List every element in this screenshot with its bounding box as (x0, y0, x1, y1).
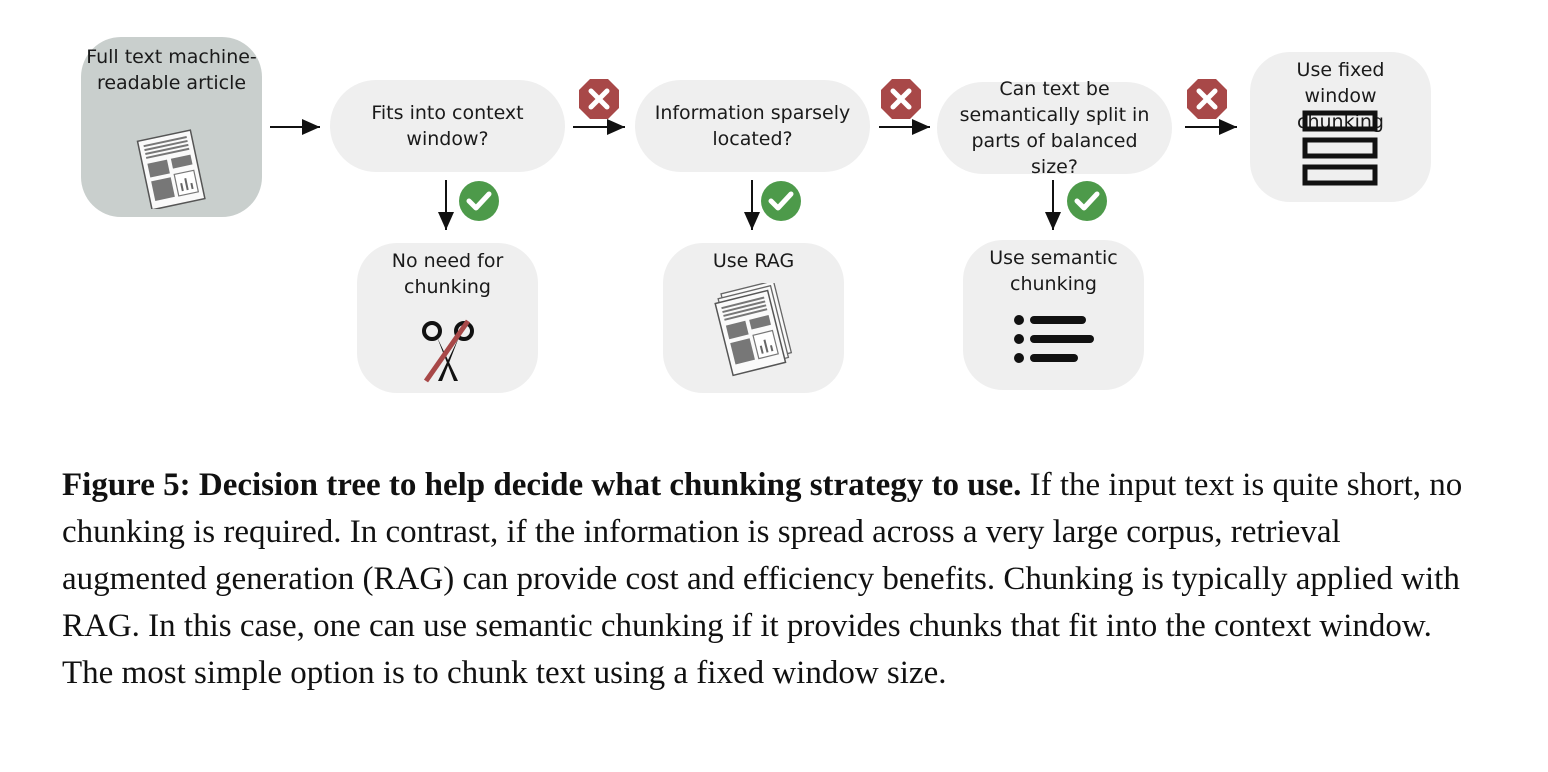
question-node-sparse-info: Information sparsely located? (635, 80, 870, 172)
no-icon (577, 77, 621, 121)
start-label: Full text machine-readable article (81, 44, 262, 96)
check-icon (1066, 180, 1108, 222)
q3-label: Can text be semantically split in parts … (947, 76, 1162, 180)
out2-label: Use RAG (663, 248, 844, 274)
outcome-node-semantic-chunking: Use semantic chunking (963, 240, 1144, 390)
no-icon (879, 77, 923, 121)
out1-label: No need for chunking (383, 248, 513, 300)
outcome-node-fixed-window: Use fixed window chunking (1250, 52, 1431, 202)
documents-stack-icon (711, 283, 797, 379)
question-node-semantic-split: Can text be semantically split in parts … (937, 82, 1172, 174)
caption-label: Figure 5: Decision tree to help decide w… (62, 467, 1021, 503)
fixed-window-icon (1302, 110, 1378, 186)
check-icon (458, 180, 500, 222)
question-node-context-window: Fits into context window? (330, 80, 565, 172)
newspaper-icon (136, 129, 206, 209)
outcome-node-use-rag: Use RAG (663, 243, 844, 393)
out3-label: Use semantic chunking (979, 245, 1129, 297)
no-icon (1185, 77, 1229, 121)
crossed-scissors-icon (418, 319, 478, 383)
figure-caption: Figure 5: Decision tree to help decide w… (62, 462, 1482, 697)
outcome-node-no-chunking: No need for chunking (357, 243, 538, 393)
q2-label: Information sparsely located? (653, 100, 853, 152)
bulleted-list-icon (1013, 312, 1097, 368)
decision-tree-figure: Full text machine-readable article Fits … (0, 0, 1548, 420)
check-icon (760, 180, 802, 222)
start-node: Full text machine-readable article (81, 37, 262, 217)
q1-label: Fits into context window? (368, 100, 528, 152)
